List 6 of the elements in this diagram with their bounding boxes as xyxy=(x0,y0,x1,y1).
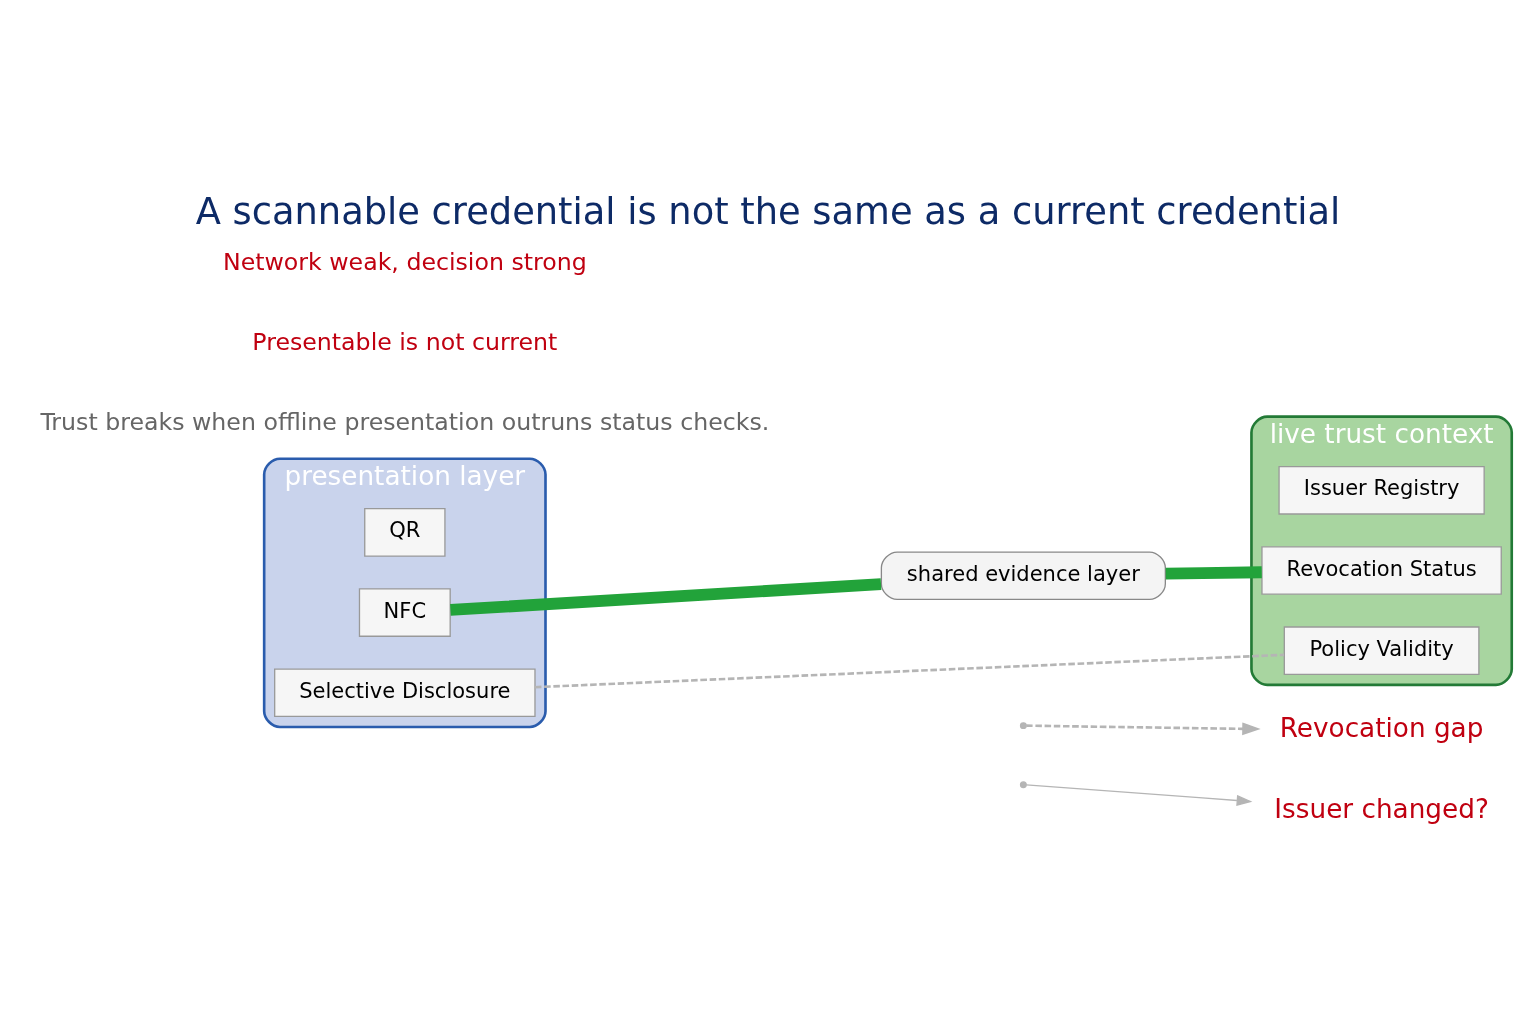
label: Network weak, decision strong xyxy=(222,247,587,276)
label: Trust breaks when offline presentation outruns status checks. xyxy=(40,408,770,437)
diagram-title: A scannable credential is not the same as a current credential xyxy=(195,189,1341,233)
node-text: Issuer changed? xyxy=(1274,793,1489,824)
node-text: Revocation gap xyxy=(1279,713,1484,744)
label: Presentable is not current xyxy=(252,328,558,357)
